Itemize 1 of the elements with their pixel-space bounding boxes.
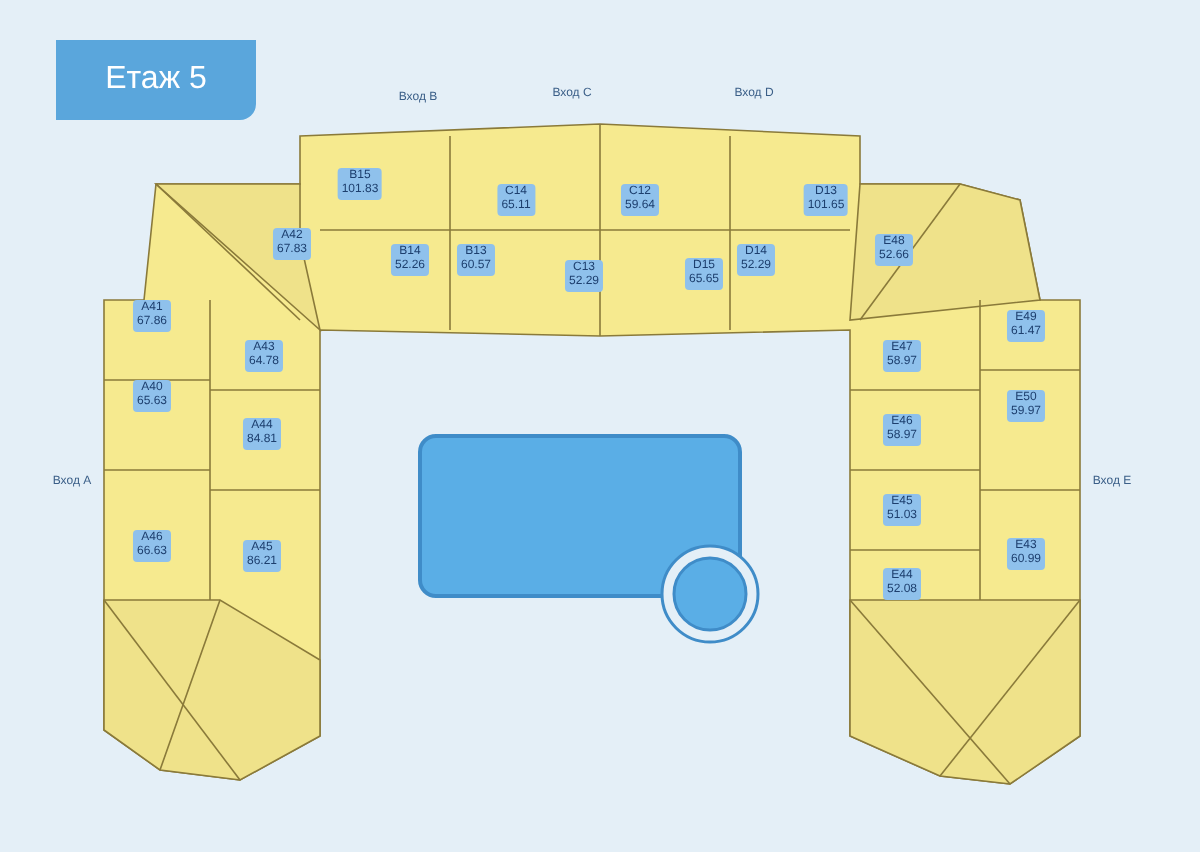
floor-title: Етаж 5: [56, 40, 256, 120]
